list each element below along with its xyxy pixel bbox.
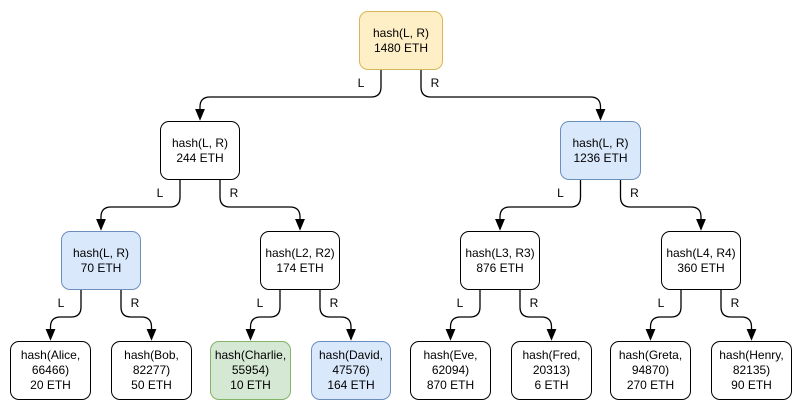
tree-edge-n-right-n-rl <box>495 180 582 231</box>
tree-edge-n-rr-leaf-greta <box>645 290 682 341</box>
node-hash-label: hash(Bob, 82277) <box>124 348 179 377</box>
node-amount-label: 10 ETH <box>230 378 271 392</box>
tree-node-n-rr: hash(L4, R4)360 ETH <box>661 231 741 290</box>
tree-edge-n-rl-leaf-fred <box>519 290 557 341</box>
tree-edge-n-rr-leaf-henry <box>720 290 757 341</box>
tree-node-root: hash(L, R)1480 ETH <box>359 11 443 70</box>
node-hash-label: hash(L, R) <box>572 135 629 150</box>
node-hash-label: hash(L4, R4) <box>666 245 736 260</box>
tree-node-leaf-david: hash(David, 47576)164 ETH <box>311 341 391 400</box>
node-amount-label: 20 ETH <box>30 378 71 392</box>
tree-edge-n-ll-leaf-bob <box>120 290 157 341</box>
edge-label-root-R: R <box>431 76 440 90</box>
node-amount-label: 70 ETH <box>80 260 122 275</box>
tree-node-leaf-charlie: hash(Charlie, 55954)10 ETH <box>210 341 291 400</box>
tree-edge-n-lr-leaf-david <box>319 290 356 341</box>
node-amount-label: 244 ETH <box>176 150 224 165</box>
tree-edge-n-left-n-ll <box>96 180 181 231</box>
node-hash-label: hash(Eve, 62094) <box>423 348 478 377</box>
node-amount-label: 1236 ETH <box>573 150 628 165</box>
edge-label-root-L: L <box>358 76 365 90</box>
tree-node-n-left: hash(L, R)244 ETH <box>160 121 240 180</box>
node-hash-label: hash(Charlie, 55954) <box>214 348 287 377</box>
tree-edge-root-n-right <box>420 70 606 121</box>
tree-node-leaf-fred: hash(Fred, 20313)6 ETH <box>511 341 592 400</box>
node-amount-label: 174 ETH <box>276 260 324 275</box>
tree-edge-n-ll-leaf-alice <box>45 290 82 341</box>
node-amount-label: 6 ETH <box>534 378 569 392</box>
tree-node-leaf-alice: hash(Alice, 66466)20 ETH <box>10 341 91 400</box>
node-amount-label: 270 ETH <box>626 378 675 392</box>
tree-node-leaf-greta: hash(Greta, 94870)270 ETH <box>610 341 691 400</box>
tree-edge-n-lr-leaf-charlie <box>245 290 281 341</box>
node-hash-label: hash(Alice, 66466) <box>20 348 81 377</box>
node-hash-label: hash(L, R) <box>72 245 130 260</box>
edge-label-n-rr-L: L <box>658 296 665 310</box>
node-hash-label: hash(L, R) <box>372 25 430 40</box>
tree-node-n-rl: hash(L3, R3)876 ETH <box>460 231 540 290</box>
node-amount-label: 50 ETH <box>131 378 172 392</box>
edge-label-n-right-L: L <box>557 186 564 200</box>
node-hash-label: hash(David, 47576) <box>318 348 384 377</box>
tree-node-n-right: hash(L, R)1236 ETH <box>560 121 641 180</box>
edge-label-n-rr-R: R <box>731 296 740 310</box>
tree-node-leaf-eve: hash(Eve, 62094)870 ETH <box>410 341 491 400</box>
node-hash-label: hash(Henry, 82135) <box>719 348 784 377</box>
edge-label-n-ll-R: R <box>131 296 140 310</box>
node-hash-label: hash(Greta, 94870) <box>618 348 683 377</box>
edge-label-n-rl-R: R <box>530 296 539 310</box>
node-amount-label: 870 ETH <box>426 378 475 392</box>
tree-node-n-ll: hash(L, R)70 ETH <box>61 231 141 290</box>
tree-edge-n-right-n-rr <box>619 180 706 231</box>
edge-label-n-rl-L: L <box>457 296 464 310</box>
edge-label-n-left-R: R <box>230 186 239 200</box>
edge-label-n-lr-L: L <box>257 296 264 310</box>
edge-label-n-right-R: R <box>630 186 639 200</box>
node-hash-label: hash(L, R) <box>171 135 229 150</box>
tree-edge-n-rl-leaf-eve <box>445 290 481 341</box>
tree-node-leaf-bob: hash(Bob, 82277)50 ETH <box>111 341 192 400</box>
edge-label-n-lr-R: R <box>330 296 339 310</box>
node-hash-label: hash(L2, R2) <box>265 245 335 260</box>
tree-node-leaf-henry: hash(Henry, 82135)90 ETH <box>711 341 792 400</box>
node-amount-label: 90 ETH <box>731 378 772 392</box>
tree-edge-root-n-left <box>195 70 382 121</box>
node-amount-label: 164 ETH <box>327 378 375 392</box>
node-amount-label: 360 ETH <box>677 260 725 275</box>
tree-edge-n-left-n-lr <box>219 180 305 231</box>
node-hash-label: hash(L3, R3) <box>465 245 535 260</box>
edge-label-n-ll-L: L <box>58 296 65 310</box>
node-hash-label: hash(Fred, 20313) <box>522 348 581 377</box>
node-amount-label: 876 ETH <box>476 260 524 275</box>
tree-node-n-lr: hash(L2, R2)174 ETH <box>260 231 340 290</box>
edge-label-n-left-L: L <box>157 186 164 200</box>
node-amount-label: 1480 ETH <box>373 40 429 55</box>
